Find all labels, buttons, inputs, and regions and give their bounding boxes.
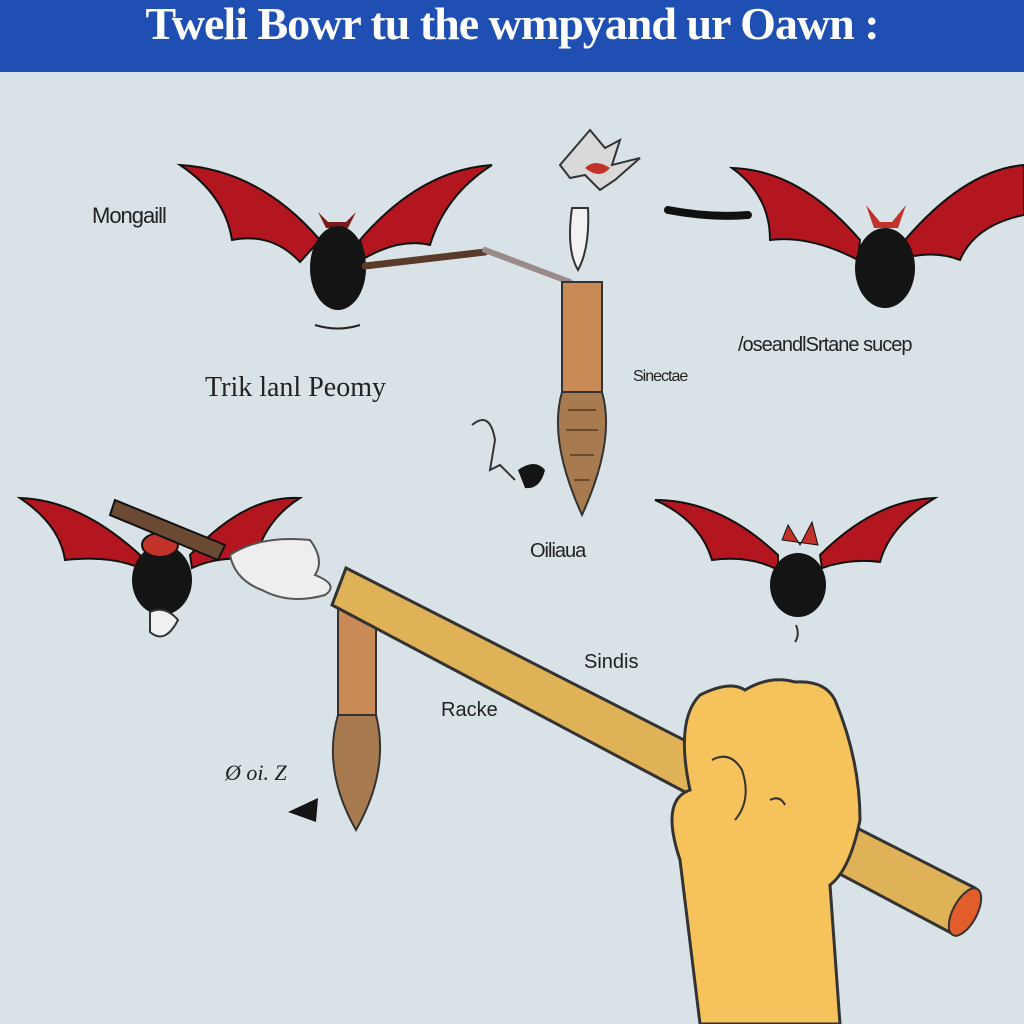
label-trik-lanl-peomy: Trik lanl Peomy <box>205 372 386 403</box>
bat-body <box>770 553 826 617</box>
bat-top-right <box>728 163 1024 308</box>
center-wooden-tool <box>557 128 641 518</box>
bat-ears <box>866 205 906 228</box>
bat-wing-right <box>818 496 939 570</box>
label-sindis: Sindis <box>584 651 639 673</box>
bat-wing-left <box>728 166 862 262</box>
label-sinectae: Sinectae <box>633 368 688 385</box>
banner-title: Tweli Bowr tu the wmpyand ur Oawn : <box>145 0 879 49</box>
label-oiliaua: Oiliaua <box>530 540 586 562</box>
bat-bottom-right <box>654 496 939 643</box>
label-small-scribble: Ø oi. Z <box>225 760 287 785</box>
label-racke: Racke <box>441 699 498 721</box>
bat-ears <box>318 212 356 228</box>
bat-top-left <box>176 163 493 330</box>
bat-wing-left <box>654 499 779 572</box>
bat-body <box>310 226 366 310</box>
bat-body <box>855 228 915 308</box>
bat-wing-right <box>904 163 1024 262</box>
bat-wing-right <box>358 164 493 260</box>
bat-wing-left <box>16 496 141 570</box>
bat-body <box>132 545 192 615</box>
long-stick <box>330 565 983 938</box>
yellow-hand <box>670 678 862 1024</box>
dog-sketch <box>471 419 545 489</box>
lower-wooden-tool <box>331 599 382 833</box>
bat-wing-left <box>176 163 322 264</box>
bat-ears <box>781 520 819 547</box>
label-mongaill: Mongaill <box>92 203 167 228</box>
bat-bottom-left <box>16 496 304 638</box>
label-oseandl: /oseandlSrtane sucep <box>738 334 912 356</box>
title-banner: Tweli Bowr tu the wmpyand ur Oawn : <box>0 0 1024 72</box>
